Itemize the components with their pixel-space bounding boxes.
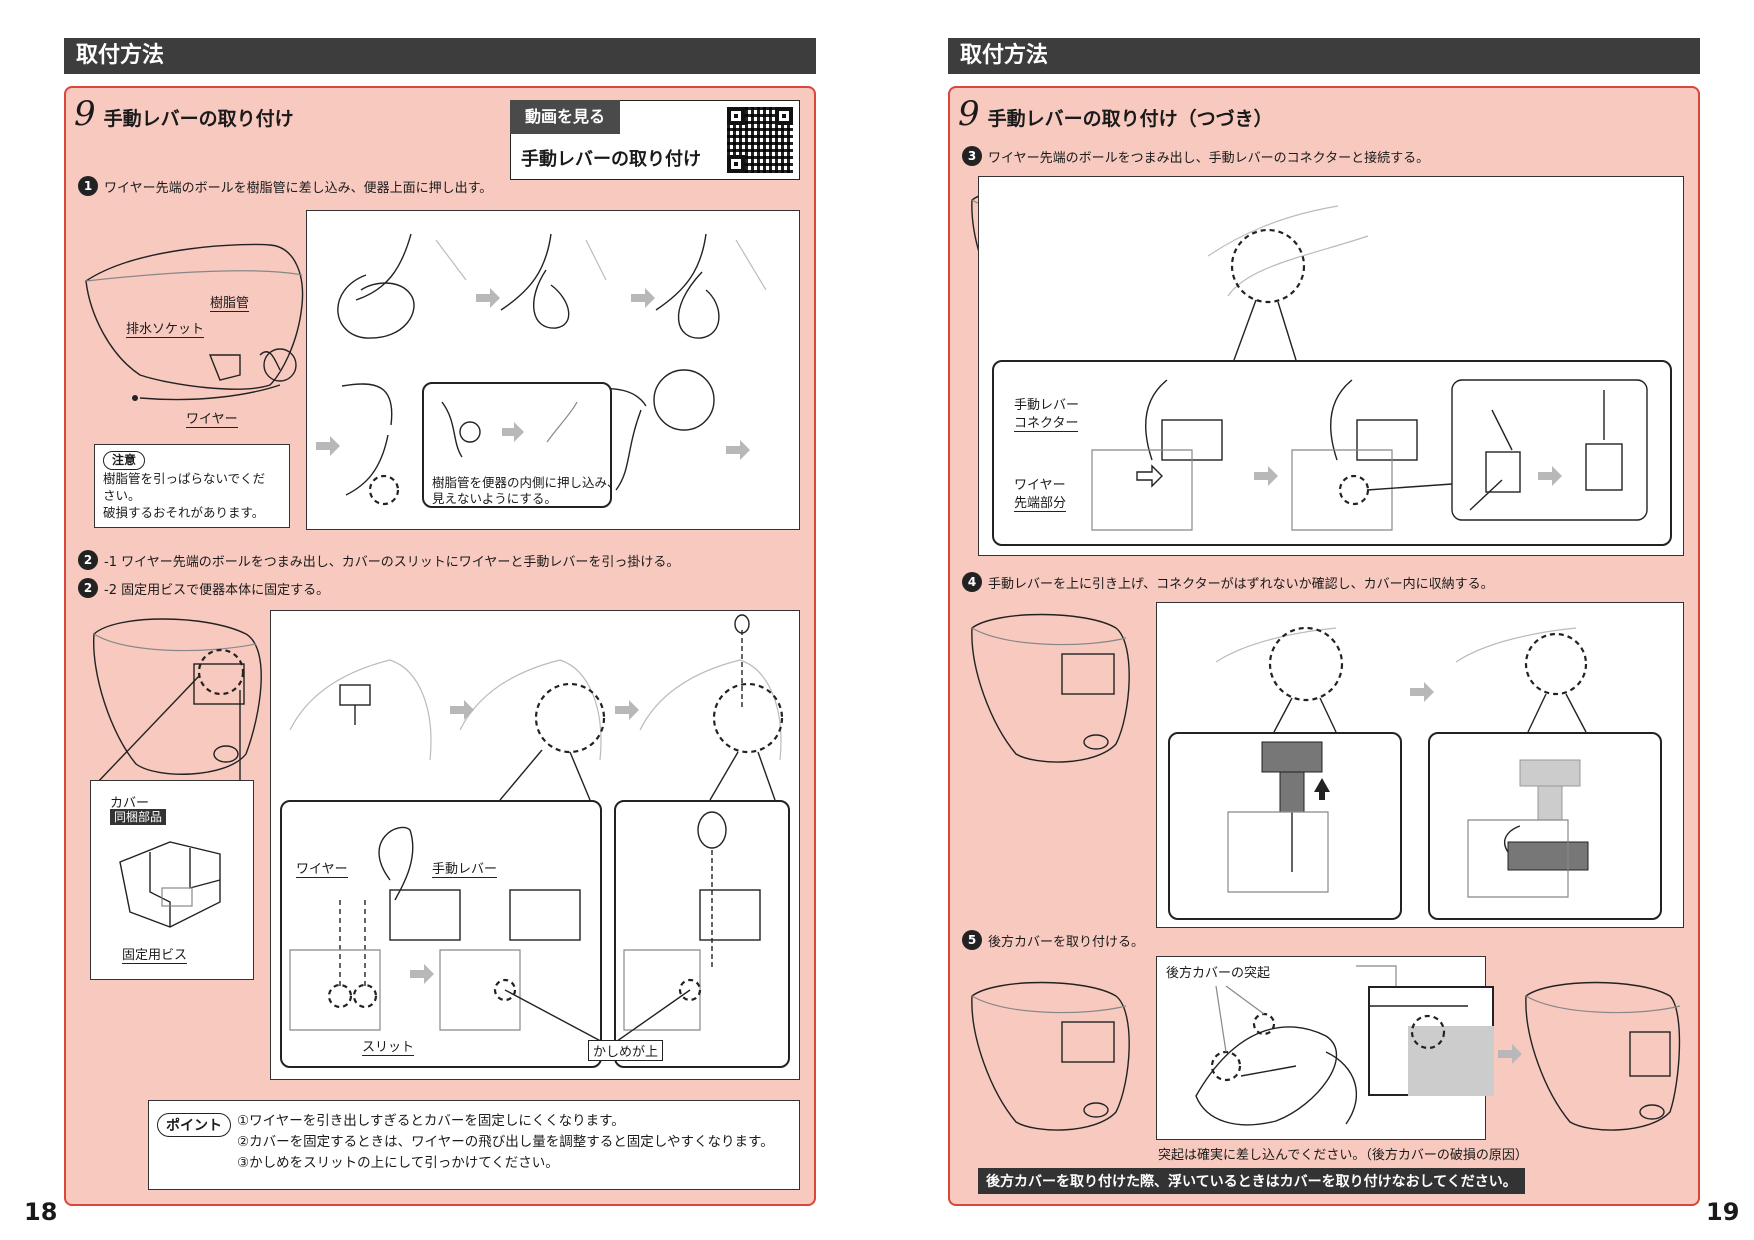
label-protrusion: 後方カバーの突起 xyxy=(1166,966,1271,981)
label-manual-lever: 手動レバー xyxy=(432,858,498,878)
step-5-note: 突起は確実に差し込んでください。（後方カバーの破損の原因） xyxy=(1158,1148,1528,1163)
step-text: -2 固定用ビスで便器本体に固定する。 xyxy=(104,582,330,598)
video-label: 動画を見る xyxy=(510,100,620,134)
caution-label: 注意 xyxy=(103,451,146,470)
step-text: ワイヤー先端のボールをつまみ出し、手動レバーのコネクターと接続する。 xyxy=(988,150,1430,166)
left-section-title: 9 手動レバーの取り付け xyxy=(74,94,294,134)
toilet-rear-illustration xyxy=(93,618,262,775)
point-label: ポイント xyxy=(157,1113,231,1137)
step-3-zoom-illustration xyxy=(1207,205,1369,361)
point-lines: ①ワイヤーを引き出しすぎるとカバーを固定しにくくなります。 ②カバーを固定すると… xyxy=(237,1111,774,1174)
step-2-detail-illustration xyxy=(289,811,761,1047)
step-text: 手動レバーを上に引き上げ、コネクターがはずれないか確認し、カバー内に収納する。 xyxy=(988,576,1494,592)
step-2-sequence-illustration xyxy=(289,614,784,801)
step-5-arrow-icon xyxy=(1498,1044,1522,1064)
section-title-text: 手動レバーの取り付け xyxy=(103,108,294,130)
step-5: 5 後方カバーを取り付ける。 xyxy=(962,930,1144,950)
label-fixing-screw: 固定用ビス xyxy=(122,944,188,964)
step-4-sequence-illustration xyxy=(1215,626,1588,733)
step-3-detail xyxy=(992,360,1672,546)
label-wire: ワイヤー xyxy=(186,408,238,428)
step-3-detail-illustration xyxy=(1091,379,1648,531)
video-link-box[interactable]: 動画を見る 手動レバーの取り付け xyxy=(510,100,800,180)
step-4-toilet-illustration xyxy=(971,613,1130,763)
step-text: ワイヤー先端のボールを樹脂管に差し込み、便器上面に押し出す。 xyxy=(104,180,493,196)
label-wire-tip-1: ワイヤー xyxy=(1014,478,1066,493)
callout-line-2: 見えないようにする。 xyxy=(432,491,557,506)
step-badge: 5 xyxy=(962,930,982,950)
warning-banner: 後方カバーを取り付けた際、浮いているときはカバーを取り付けなおしてください。 xyxy=(978,1168,1525,1194)
cover-part-illustration xyxy=(119,841,221,928)
label-slit: スリット xyxy=(362,1036,415,1056)
caution-line-1: 樹脂管を引っぱらないでくだ xyxy=(103,471,266,486)
left-page-header: 取付方法 xyxy=(64,38,816,74)
step-1: 1 ワイヤー先端のボールを樹脂管に差し込み、便器上面に押し出す。 xyxy=(78,176,492,196)
step-2-1: 2 -1 ワイヤー先端のボールをつまみ出し、カバーのスリットにワイヤーと手動レバ… xyxy=(78,550,679,570)
label-crimp-up: かしめが上 xyxy=(588,1040,664,1061)
toilet-side-illustration xyxy=(85,243,304,401)
label-drain-socket: 排水ソケット xyxy=(126,318,205,338)
step-badge: 1 xyxy=(78,176,98,196)
step-5-toilet-illustration xyxy=(971,981,1130,1131)
qr-code-icon[interactable] xyxy=(727,107,793,173)
section-number: 9 xyxy=(74,94,96,134)
point-line-2: ②カバーを固定するときは、ワイヤーの飛び出し量を調整すると固定しやすくなります。 xyxy=(237,1134,774,1150)
label-connector-2: コネクター xyxy=(1014,412,1079,432)
step-text: 後方カバーを取り付ける。 xyxy=(988,934,1145,950)
step-1-callout xyxy=(422,382,612,508)
right-page-number: 19 xyxy=(1706,1198,1740,1226)
step-badge: 2 xyxy=(78,578,98,598)
step-text: -1 ワイヤー先端のボールをつまみ出し、カバーのスリットにワイヤーと手動レバーを… xyxy=(104,554,680,570)
callout-push-illustration xyxy=(441,401,578,458)
step-2-detail-left xyxy=(280,800,602,1068)
point-line-3: ③かしめをスリットの上にして引っかけてください。 xyxy=(237,1155,559,1171)
step-badge: 3 xyxy=(962,146,982,166)
label-wire-2: ワイヤー xyxy=(296,858,348,878)
right-section-title: 9 手動レバーの取り付け（つづき） xyxy=(958,94,1273,134)
left-page-number: 18 xyxy=(24,1198,58,1226)
cover-zoom-lines xyxy=(94,674,241,786)
right-page-header: 取付方法 xyxy=(948,38,1700,74)
point-box: ポイント ①ワイヤーを引き出しすぎるとカバーを固定しにくくなります。 ②カバーを… xyxy=(148,1100,800,1190)
label-connector-1: 手動レバー xyxy=(1014,398,1080,413)
label-included-parts: 同梱部品 xyxy=(110,808,167,825)
caution-line-3: 破損するおそれがあります。 xyxy=(103,505,265,520)
step-2-2: 2 -2 固定用ビスで便器本体に固定する。 xyxy=(78,578,329,598)
step-4-detail-illustration xyxy=(1227,741,1589,898)
label-cover: カバー xyxy=(110,796,150,811)
step-badge: 4 xyxy=(962,572,982,592)
step-3: 3 ワイヤー先端のボールをつまみ出し、手動レバーのコネクターと接続する。 xyxy=(962,146,1429,166)
step-badge: 2 xyxy=(78,550,98,570)
section-number: 9 xyxy=(958,94,980,134)
step-4: 4 手動レバーを上に引き上げ、コネクターがはずれないか確認し、カバー内に収納する… xyxy=(962,572,1494,592)
section-title-text: 手動レバーの取り付け（つづき） xyxy=(987,108,1273,130)
label-wire-tip-2: 先端部分 xyxy=(1014,492,1067,512)
step-5-zoom-illustration xyxy=(1370,1005,1494,1096)
callout-line-1: 樹脂管を便器の内側に押し込み、 xyxy=(432,475,620,490)
point-line-1: ①ワイヤーを引き出しすぎるとカバーを固定しにくくなります。 xyxy=(237,1113,625,1129)
caution-line-2: さい。 xyxy=(103,488,141,503)
label-resin-pipe: 樹脂管 xyxy=(210,292,250,312)
video-title: 手動レバーの取り付け xyxy=(521,149,701,170)
step-1-sequence-illustration xyxy=(316,233,767,506)
step-5-final-toilet-illustration xyxy=(1525,981,1681,1131)
caution-box: 注意 樹脂管を引っぱらないでくだ さい。 破損するおそれがあります。 xyxy=(94,444,290,528)
